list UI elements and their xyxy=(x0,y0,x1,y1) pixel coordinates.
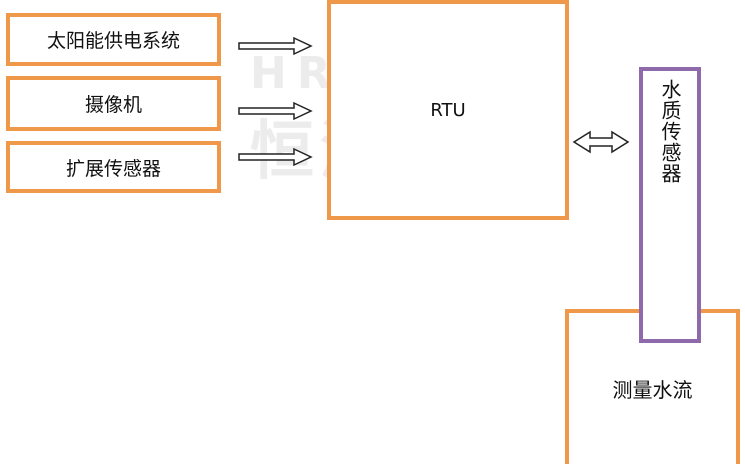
arrow-sensor-to-rtu xyxy=(238,147,313,167)
rtu-label: RTU xyxy=(430,99,466,121)
water-quality-sensor-label: 水质传感器 xyxy=(658,79,682,184)
solar-power-label: 太阳能供电系统 xyxy=(46,30,180,52)
arrow-camera-to-rtu xyxy=(238,101,313,121)
solar-power-box: 太阳能供电系统 xyxy=(6,13,221,66)
camera-label: 摄像机 xyxy=(84,94,142,116)
rtu-box: RTU xyxy=(327,0,569,220)
arrow-solar-to-rtu xyxy=(238,36,313,56)
water-quality-sensor-box: 水质传感器 xyxy=(639,67,701,343)
extension-sensor-label: 扩展传感器 xyxy=(65,157,161,180)
arrow-rtu-sensor-bidirectional xyxy=(572,130,630,154)
camera-box: 摄像机 xyxy=(6,76,221,131)
flow-measure-label: 测量水流 xyxy=(612,378,693,402)
extension-sensor-box: 扩展传感器 xyxy=(6,141,221,193)
